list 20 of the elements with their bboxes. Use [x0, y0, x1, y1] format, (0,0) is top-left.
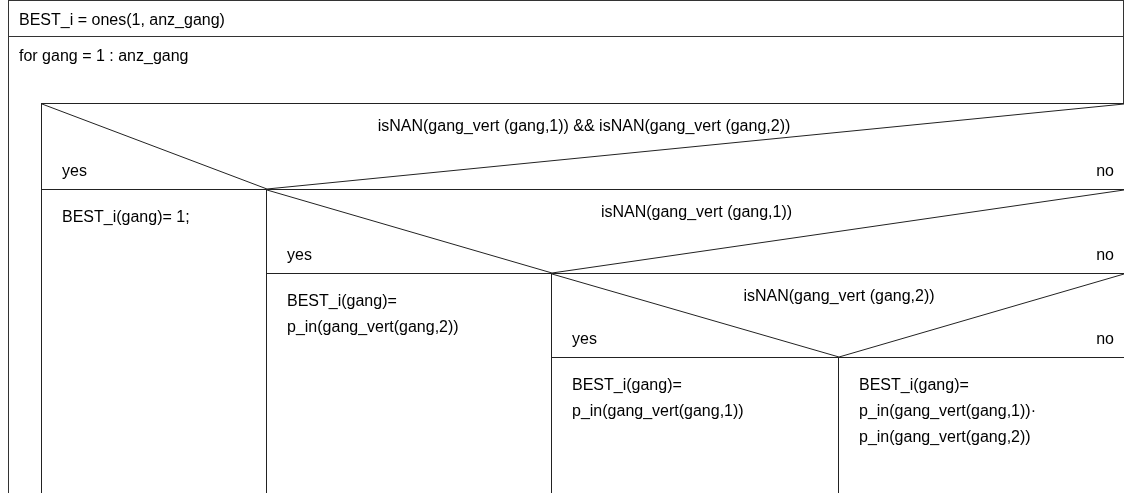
condition-text: isNAN(gang_vert (gang,1))	[599, 202, 794, 222]
condition-text: isNAN(gang_vert (gang,1)) && isNAN(gang_vert (gang,2))	[376, 116, 792, 136]
decision-box	[266, 189, 1124, 274]
branch-label: yes	[572, 329, 597, 349]
condition-text: isNAN(gang_vert (gang,2))	[742, 286, 936, 306]
branch-label: no	[1096, 161, 1114, 181]
loop-box	[8, 36, 1124, 493]
decision-box	[551, 273, 1124, 358]
decision-box	[41, 103, 1124, 190]
statement-text: BEST_i(gang)= 1;	[62, 207, 191, 227]
branch-label: no	[1096, 245, 1114, 265]
statement-text: for gang = 1 : anz_gang	[19, 46, 189, 66]
statement-text: BEST_i(gang)= p_in(gang_vert(gang,1))	[572, 375, 745, 421]
branch-label: yes	[287, 245, 312, 265]
statement-text: BEST_i(gang)= p_in(gang_vert(gang,2))	[287, 291, 460, 337]
statement-box	[8, 0, 1124, 37]
statement-text: BEST_i(gang)= p_in(gang_vert(gang,1))· p_in(gang_vert(gang,2))	[859, 375, 1037, 447]
branch-label: no	[1096, 329, 1114, 349]
statement-text: BEST_i = ones(1, anz_gang)	[19, 10, 225, 30]
branch-label: yes	[62, 161, 87, 181]
